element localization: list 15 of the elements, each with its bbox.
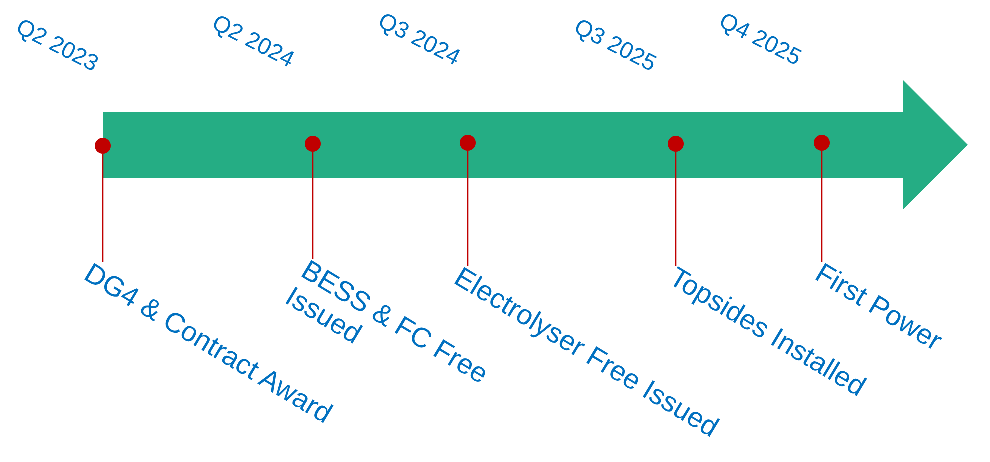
leader-line [467, 151, 469, 266]
milestone-dot [814, 135, 830, 151]
date-label: Q2 2023 [12, 14, 103, 77]
milestone-dot [668, 136, 684, 152]
date-label: Q3 2025 [570, 14, 661, 77]
milestone-dot [460, 135, 476, 151]
leader-line [312, 152, 314, 259]
date-label: Q2 2024 [208, 10, 299, 73]
leader-line [675, 152, 677, 266]
date-label: Q4 2025 [716, 8, 806, 71]
milestone-dot [305, 136, 321, 152]
date-label: Q3 2024 [374, 8, 465, 71]
leader-line [102, 154, 104, 262]
leader-line [821, 151, 823, 262]
milestone-dot [95, 138, 111, 154]
